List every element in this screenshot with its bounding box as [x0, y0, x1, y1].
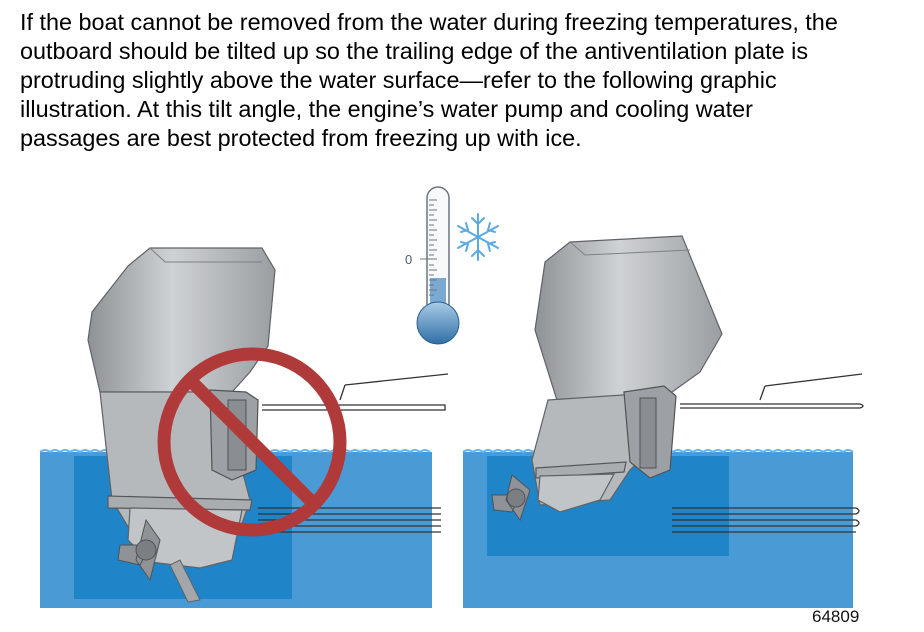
snowflake-icon: [457, 213, 499, 261]
prohibition-icon: [157, 347, 347, 537]
outboard-engine-right: [491, 235, 723, 522]
thermometer-icon: 0: [405, 186, 460, 345]
figure-number: 64809: [812, 607, 860, 626]
boat-transom-right: [672, 373, 864, 533]
paragraph-line-2: outboard should be tilted up so the trai…: [20, 38, 809, 64]
paragraph-line-3: protruding slightly above the water surf…: [20, 67, 777, 93]
paragraph-line-5: passages are best protected from freezin…: [20, 125, 582, 151]
thermometer-zero-label: 0: [405, 252, 412, 267]
correct-position-panel: [462, 235, 864, 608]
incorrect-position-panel: [39, 247, 449, 608]
instruction-paragraph: If the boat cannot be removed from the w…: [20, 8, 920, 153]
paragraph-line-4: illustration. At this tilt angle, the en…: [20, 96, 753, 122]
paragraph-line-1: If the boat cannot be removed from the w…: [20, 9, 838, 35]
